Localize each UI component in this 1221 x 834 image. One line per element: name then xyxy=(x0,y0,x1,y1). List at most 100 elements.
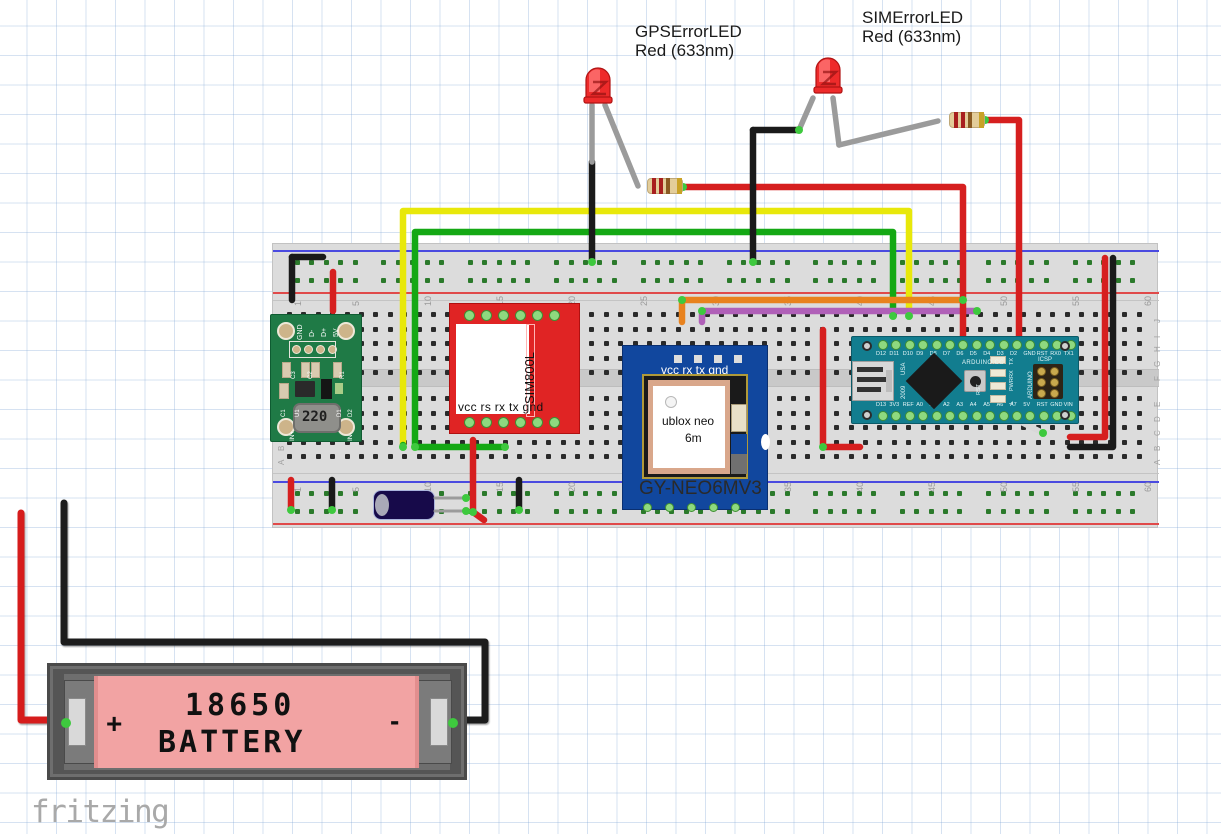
hole[interactable] xyxy=(1079,326,1084,332)
nano-pin-bottom[interactable] xyxy=(945,411,955,421)
hole[interactable] xyxy=(459,454,465,460)
buck-pad-gnd[interactable] xyxy=(277,322,295,340)
hole[interactable] xyxy=(1021,312,1027,317)
hole[interactable] xyxy=(589,326,595,332)
hole[interactable] xyxy=(963,439,969,445)
hole[interactable] xyxy=(698,509,704,514)
hole[interactable] xyxy=(1007,439,1012,445)
hole[interactable] xyxy=(381,260,387,265)
hole[interactable] xyxy=(1122,410,1128,416)
hole[interactable] xyxy=(583,509,588,514)
hole[interactable] xyxy=(554,509,560,514)
hole[interactable] xyxy=(675,341,681,347)
hole[interactable] xyxy=(891,439,897,445)
hole[interactable] xyxy=(791,355,796,361)
hole[interactable] xyxy=(1136,425,1142,431)
hole[interactable] xyxy=(1122,355,1128,361)
buck-pad-5v[interactable] xyxy=(337,322,355,340)
battery-holder[interactable]: + - 18650 BATTERY xyxy=(47,663,467,780)
hole[interactable] xyxy=(640,509,646,514)
hole[interactable] xyxy=(805,454,811,460)
hole[interactable] xyxy=(387,410,393,416)
hole[interactable] xyxy=(416,355,422,361)
hole[interactable] xyxy=(611,278,617,283)
hole[interactable] xyxy=(424,260,430,265)
hole[interactable] xyxy=(431,326,436,332)
hole[interactable] xyxy=(323,260,329,265)
hole[interactable] xyxy=(776,410,782,416)
hole[interactable] xyxy=(1021,326,1027,332)
hole[interactable] xyxy=(1035,454,1041,460)
wire-endpoint[interactable] xyxy=(287,506,295,514)
hole[interactable] xyxy=(1029,260,1035,265)
nano-icsp-pin[interactable] xyxy=(1050,378,1059,387)
nano-pin-top[interactable] xyxy=(971,340,982,350)
nano-pin-top[interactable] xyxy=(1038,340,1049,350)
hole[interactable] xyxy=(848,312,854,317)
hole[interactable] xyxy=(1043,491,1049,496)
hole[interactable] xyxy=(978,326,984,332)
hole[interactable] xyxy=(525,509,531,514)
hole[interactable] xyxy=(727,509,732,514)
hole[interactable] xyxy=(1130,509,1136,514)
hole[interactable] xyxy=(445,425,451,431)
nano-pin-top[interactable] xyxy=(891,340,902,350)
hole[interactable] xyxy=(834,312,840,317)
hole[interactable] xyxy=(611,491,617,496)
hole[interactable] xyxy=(986,278,992,283)
hole[interactable] xyxy=(762,312,768,317)
hole[interactable] xyxy=(733,341,739,347)
hole[interactable] xyxy=(856,491,862,496)
wire-endpoint[interactable] xyxy=(411,443,419,451)
hole[interactable] xyxy=(805,326,811,332)
hole[interactable] xyxy=(920,326,926,332)
hole[interactable] xyxy=(819,312,825,317)
hole[interactable] xyxy=(856,260,862,265)
wire-sim-vcc-yellow[interactable] xyxy=(399,207,913,449)
wire-endpoint[interactable] xyxy=(749,258,757,266)
wire-endpoint[interactable] xyxy=(515,506,523,514)
hole[interactable] xyxy=(842,278,848,283)
hole[interactable] xyxy=(445,396,451,401)
hole[interactable] xyxy=(1050,454,1056,460)
hole[interactable] xyxy=(791,439,796,445)
hole[interactable] xyxy=(863,439,868,445)
hole[interactable] xyxy=(986,260,992,265)
hole[interactable] xyxy=(344,454,350,460)
hole[interactable] xyxy=(733,312,739,317)
hole[interactable] xyxy=(1093,355,1099,361)
hole[interactable] xyxy=(1021,454,1027,460)
gps-error-led[interactable] xyxy=(580,52,616,110)
hole[interactable] xyxy=(583,278,588,283)
hole[interactable] xyxy=(1087,509,1092,514)
hole[interactable] xyxy=(992,326,998,332)
wire-nano-5v-red[interactable] xyxy=(1066,254,1109,441)
nano-pin-top[interactable] xyxy=(998,340,1009,350)
hole[interactable] xyxy=(482,260,488,265)
buck-solder-pad[interactable] xyxy=(316,345,325,354)
hole[interactable] xyxy=(805,396,811,401)
hole[interactable] xyxy=(431,341,436,347)
hole[interactable] xyxy=(949,425,955,431)
hole[interactable] xyxy=(301,454,307,460)
hole[interactable] xyxy=(755,260,761,265)
hole[interactable] xyxy=(1021,439,1027,445)
hole[interactable] xyxy=(957,491,963,496)
hole[interactable] xyxy=(373,454,379,460)
hole[interactable] xyxy=(1115,278,1121,283)
hole[interactable] xyxy=(618,410,624,416)
hole[interactable] xyxy=(445,355,451,361)
hole[interactable] xyxy=(431,396,436,401)
hole[interactable] xyxy=(805,355,811,361)
hole[interactable] xyxy=(618,312,624,317)
hole[interactable] xyxy=(891,425,897,431)
hole[interactable] xyxy=(949,454,955,460)
hole[interactable] xyxy=(603,439,609,445)
hole[interactable] xyxy=(992,425,998,431)
wire-endpoint[interactable] xyxy=(678,296,686,304)
hole[interactable] xyxy=(776,454,782,460)
hole[interactable] xyxy=(315,439,321,445)
hole[interactable] xyxy=(842,260,848,265)
wire-sim-led-leg-grey[interactable] xyxy=(796,95,816,133)
nano-icsp-pin[interactable] xyxy=(1037,389,1046,398)
